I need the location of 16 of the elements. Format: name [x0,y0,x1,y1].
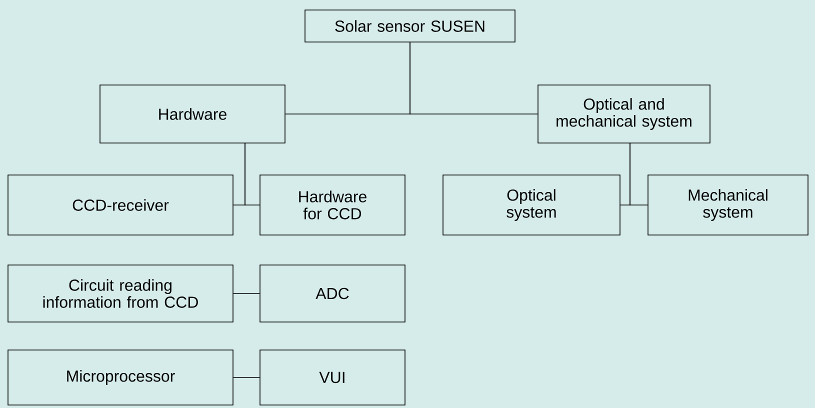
connector-line [233,377,260,378]
box: Optical system [442,174,620,236]
connector-line [630,142,648,206]
box: Hardware [100,84,286,144]
box: CCD-receiver [8,174,234,236]
box: Circuit reading information from CCD [8,264,234,322]
box: Optical and mechanical system [538,84,710,144]
box: Hardware for CCD [260,174,406,236]
connector-line [244,142,260,206]
connector-line [233,293,260,294]
box: VUI [260,350,406,406]
connector-line [410,42,538,114]
box: Mechanical system [648,174,808,236]
box: ADC [260,264,406,322]
box: Solar sensor SUSEN [304,10,516,42]
box: Microprocessor [8,350,234,406]
